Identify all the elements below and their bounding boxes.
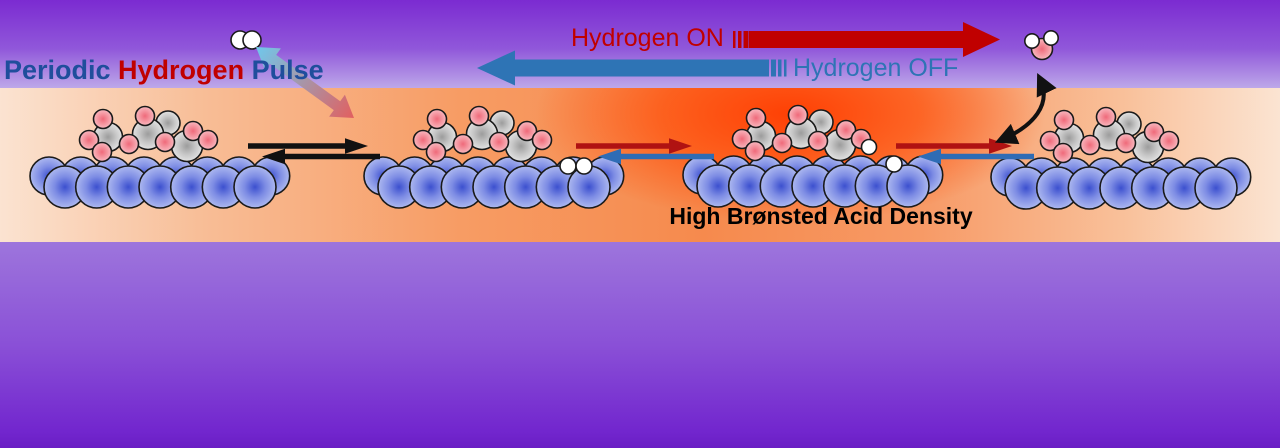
oxygen-atom [531,129,553,151]
pulse-double-arrow [256,47,354,118]
oxygen-atom [197,129,219,151]
oxygen-atom [807,130,829,152]
title-periodic-hydrogen-pulse: Periodic Hydrogen Pulse [4,55,324,86]
background-bottom-purple [0,242,1280,448]
oxygen-atom [425,141,447,163]
oxygen-atom [426,108,448,130]
hydrogen-off-arrow [477,50,787,86]
support-atom [886,164,930,208]
oxygen-atom [745,107,767,129]
oxygen-atom [1052,142,1074,164]
oxygen-atom [412,129,434,151]
oxygen-atom [134,105,156,127]
hydrogen-atom [885,155,903,173]
oxygen-atom [1095,106,1117,128]
oxygen-atom [744,140,766,162]
oxygen-atom [1143,121,1165,143]
cluster-water-desorbed [990,106,1252,210]
water-molecule [1024,29,1060,61]
cluster-bronsted-acid [682,104,944,208]
hydrogen-atom [1043,29,1060,46]
support-atom [233,165,277,209]
oxygen-atom [516,120,538,142]
equilibrium-arrows-red-blue-1 [576,138,714,165]
hydrogen-atom [860,138,878,156]
title-part-pulse: Pulse [244,55,324,85]
bronsted-acid-density-label: High Brønsted Acid Density [669,203,973,229]
oxygen-atom [452,133,474,155]
oxygen-atom [731,128,753,150]
oxygen-atom [835,119,857,141]
oxygen-atom [1079,134,1101,156]
equilibrium-arrows-red-blue-2 [896,138,1034,165]
title-part-periodic: Periodic [4,55,119,85]
title-part-hydrogen: Hydrogen [118,55,245,85]
hydrogen-atom [242,30,262,50]
oxygen-atom [154,131,176,153]
oxygen-atom [468,105,490,127]
oxygen-atom [1158,130,1180,152]
oxygen-atom [1115,132,1137,154]
cluster-h2-adsorbed [363,105,625,209]
oxygen-atom [787,104,809,126]
oxygen-atom [1053,109,1075,131]
oxygen-atom [488,131,510,153]
oxygen-atom [182,120,204,142]
support-atom [1194,166,1238,210]
oxygen-atom [91,141,113,163]
oxygen-atom [771,132,793,154]
hydrogen-on-arrow [733,22,1000,57]
oxygen-atom [92,108,114,130]
hydrogen-molecule [230,30,262,50]
hydrogen-on-label: Hydrogen ON [571,24,724,52]
hydrogen-off-label: Hydrogen OFF [793,54,959,82]
water-desorption-arrow [994,73,1057,145]
oxygen-atom [118,133,140,155]
equilibrium-arrows-black [248,138,380,165]
cluster-oxide-initial [29,105,291,209]
hydrogen-atom [559,157,577,175]
hydrogen-atom [575,157,593,175]
oxygen-atom [78,129,100,151]
hydrogen-atom [1024,32,1041,49]
